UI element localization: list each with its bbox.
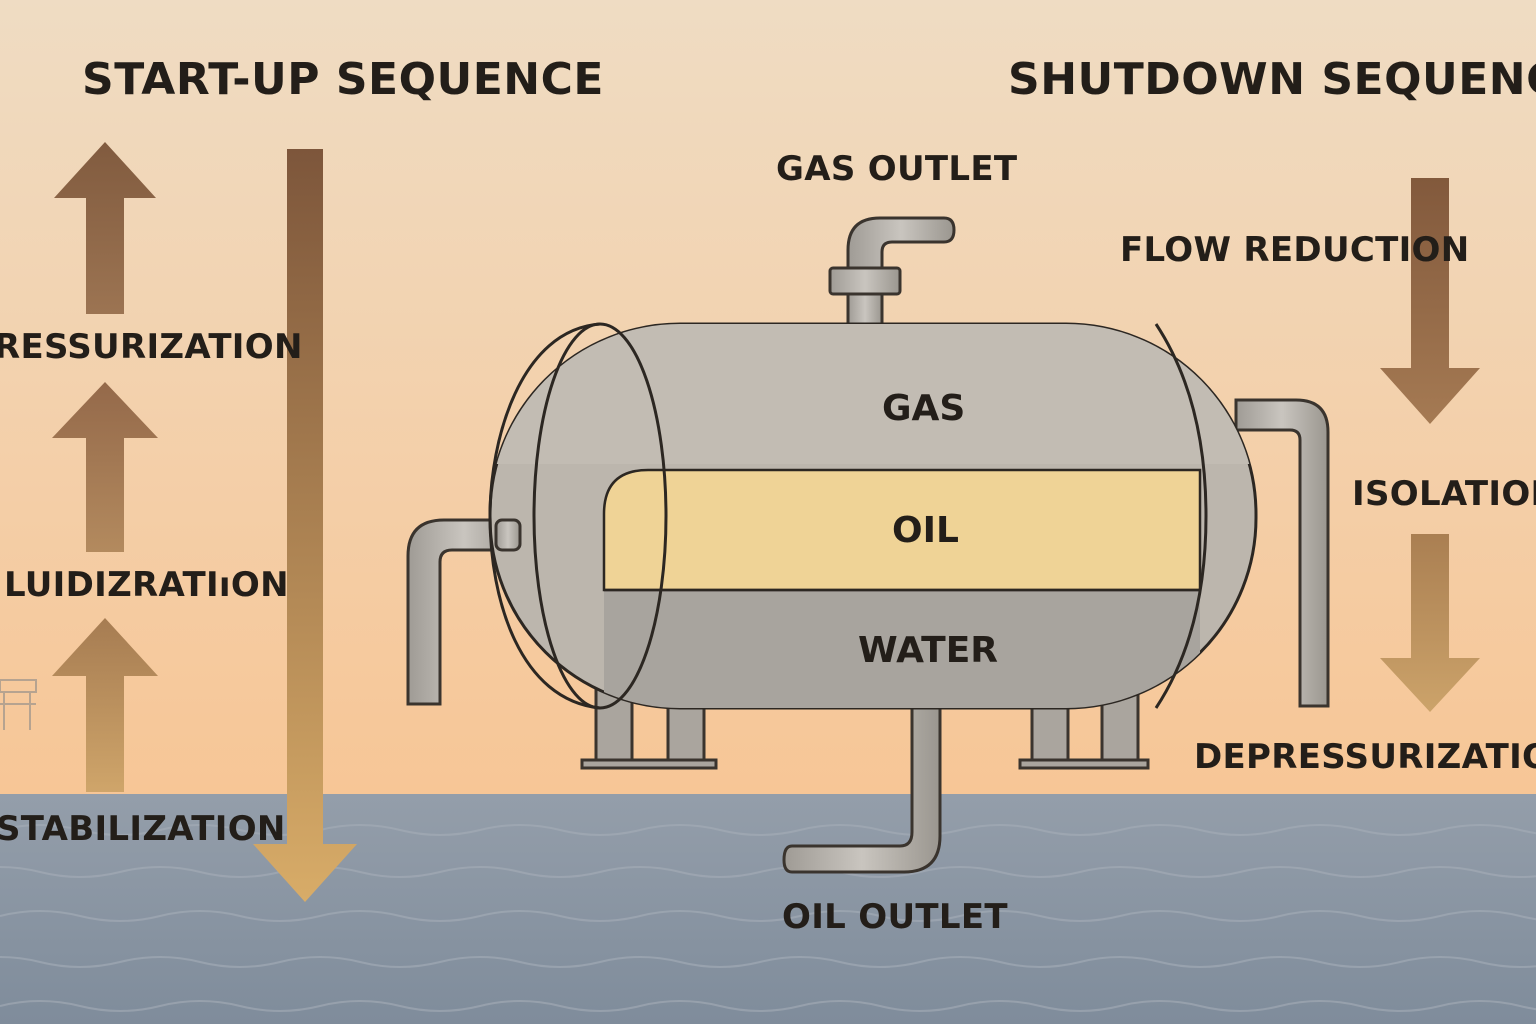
- startup-step-3: STABILIZATION: [0, 809, 286, 849]
- startup-title: START-UP SEQUENCE: [82, 54, 604, 105]
- startup-arrow-up-1: [54, 142, 156, 314]
- startup-step-1: RESSURIZATION: [0, 327, 303, 367]
- gas-outlet-pipe: [828, 216, 956, 332]
- right-outlet-pipe: [1234, 398, 1330, 708]
- distant-platform-icon: [0, 679, 37, 730]
- gas-layer-label: GAS: [882, 388, 966, 429]
- startup-step-2: LUIDIZRATIıON: [4, 565, 289, 605]
- water-layer: [604, 590, 1200, 708]
- oil-outlet-label: OIL OUTLET: [782, 897, 1008, 937]
- water-layer-label: WATER: [858, 630, 999, 671]
- startup-arrow-up-2: [52, 382, 158, 552]
- startup-arrow-down: [253, 149, 357, 902]
- shutdown-step-3: DEPRESSURIZATION: [1194, 737, 1536, 777]
- shutdown-step-1: FLOW REDUCTION: [1120, 230, 1470, 270]
- oil-layer-label: OIL: [892, 510, 959, 551]
- shutdown-arrow-down-2: [1380, 534, 1480, 712]
- sea-waves: [0, 824, 1536, 1012]
- shutdown-arrow-down-1: [1380, 178, 1480, 424]
- vessel-right-head: [1154, 323, 1208, 709]
- oil-outlet-pipe: [782, 698, 942, 874]
- startup-arrow-up-3: [52, 618, 158, 792]
- shutdown-step-2: ISOLATION: [1352, 474, 1536, 514]
- separator-vessel: [488, 322, 1258, 710]
- vessel-left-head: [532, 322, 668, 710]
- gas-outlet-label: GAS OUTLET: [776, 149, 1018, 189]
- inlet-nozzle: [494, 518, 522, 552]
- shutdown-title: SHUTDOWN SEQUENCE: [1008, 54, 1536, 105]
